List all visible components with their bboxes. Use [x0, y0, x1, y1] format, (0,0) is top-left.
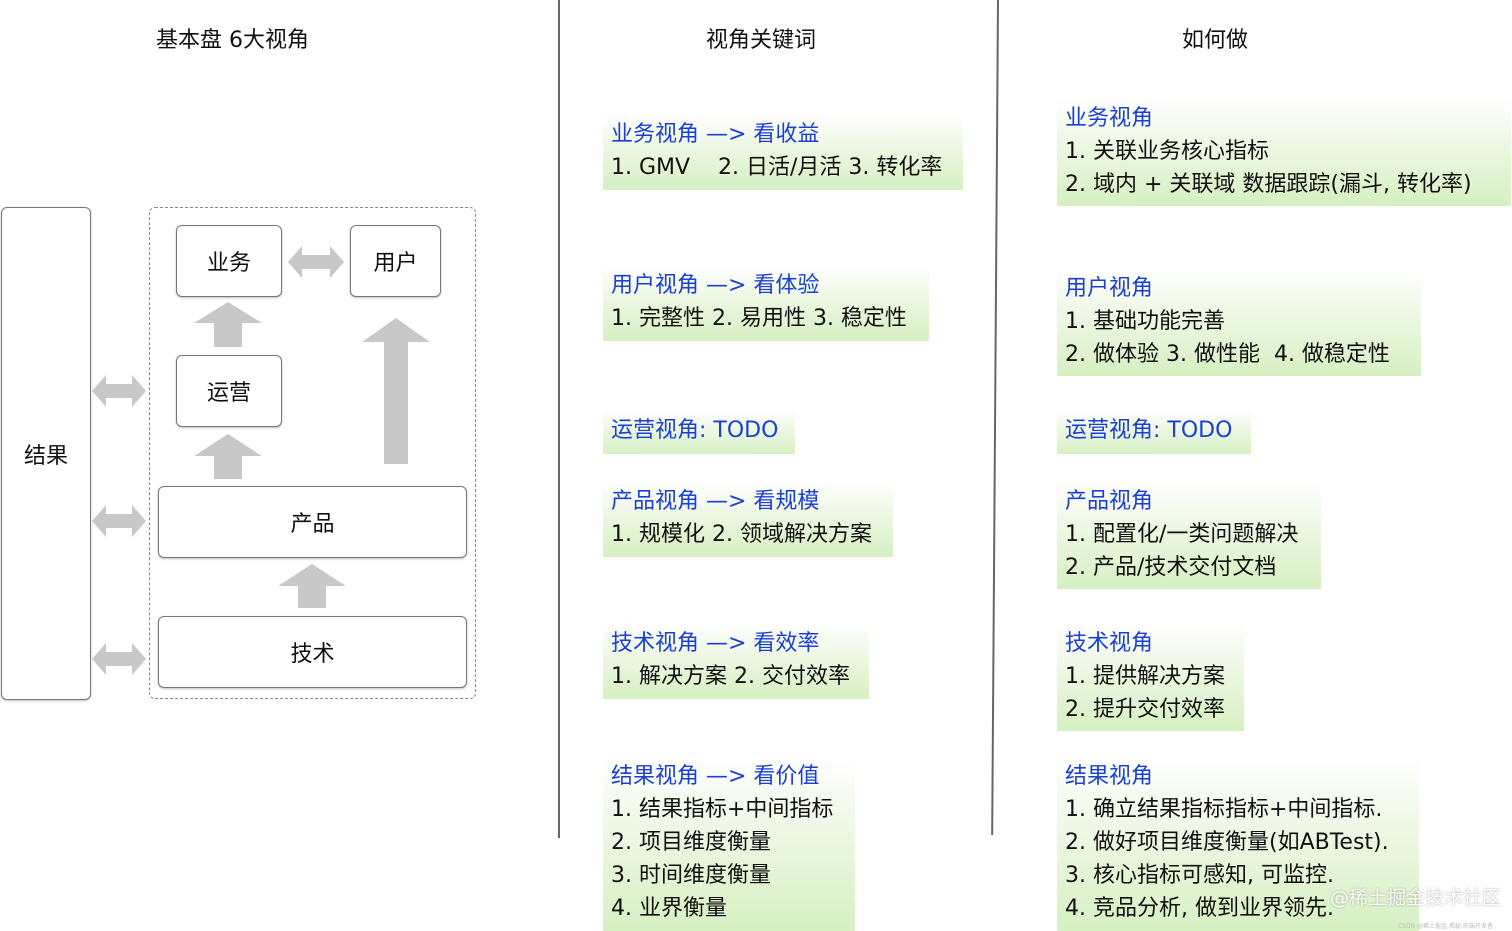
double-arrow-icon — [92, 375, 146, 407]
left-column-title: 基本盘 6大视角 — [156, 28, 309, 53]
card-header: 用户视角 —> 看体验 — [611, 273, 820, 298]
middle-column-title: 视角关键词 — [706, 28, 817, 53]
tech-box: 技术 — [158, 616, 467, 688]
up-arrow-icon — [194, 302, 262, 347]
card-line: 3. 核心指标可感知, 可监控. — [1065, 863, 1334, 888]
card-line: 4. 业界衡量 — [611, 896, 727, 921]
card-header: 结果视角 —> 看价值 — [611, 764, 820, 789]
card-header: 业务视角 — [1065, 106, 1154, 131]
howto-card-tech: 技术视角 1. 提供解决方案 2. 提升交付效率 — [1057, 623, 1244, 731]
card-header: 用户视角 — [1065, 276, 1154, 301]
card-header: 运营视角: TODO — [611, 418, 779, 443]
operation-label: 运营 — [206, 381, 251, 406]
howto-card-operation: 运营视角: TODO — [1057, 410, 1251, 454]
card-header: 结果视角 — [1065, 764, 1154, 789]
card-line: 1. 确立结果指标指标+中间指标. — [1065, 797, 1383, 822]
up-arrow-icon — [362, 318, 430, 464]
card-line: 1. 结果指标+中间指标 — [611, 797, 834, 822]
card-header: 业务视角 —> 看收益 — [611, 122, 820, 147]
perspectives-group — [149, 207, 476, 699]
card-line: 2. 做体验 3. 做性能 4. 做稳定性 — [1065, 342, 1390, 367]
user-box: 用户 — [350, 225, 441, 297]
diagram-arrows — [92, 246, 430, 675]
result-box: 结果 — [1, 207, 91, 700]
card-line: 2. 域内 + 关联域 数据跟踪(漏斗, 转化率) — [1065, 172, 1472, 197]
card-header: 运营视角: TODO — [1065, 418, 1233, 443]
card-line: 2. 产品/技术交付文档 — [1065, 555, 1277, 580]
column-divider — [991, 0, 999, 835]
card-line: 1. 解决方案 2. 交付效率 — [611, 664, 850, 689]
card-line: 1. GMV 2. 日活/月活 3. 转化率 — [611, 155, 943, 180]
card-line: 1. 完整性 2. 易用性 3. 稳定性 — [611, 306, 907, 331]
double-arrow-icon — [92, 643, 146, 675]
card-line: 1. 提供解决方案 — [1065, 664, 1225, 689]
tech-label: 技术 — [290, 642, 335, 667]
business-label: 业务 — [206, 251, 251, 276]
card-line: 4. 竞品分析, 做到业界领先. — [1065, 896, 1334, 921]
keyword-card-business: 业务视角 —> 看收益 1. GMV 2. 日活/月活 3. 转化率 — [603, 114, 963, 190]
card-line: 2. 提升交付效率 — [1065, 697, 1225, 722]
up-arrow-icon — [194, 434, 262, 479]
card-line: 1. 基础功能完善 — [1065, 309, 1225, 334]
card-line: 1. 规模化 2. 领域解决方案 — [611, 522, 872, 547]
product-box: 产品 — [158, 486, 467, 558]
column-divider — [558, 0, 560, 838]
operation-box: 运营 — [176, 355, 282, 427]
keyword-card-user: 用户视角 —> 看体验 1. 完整性 2. 易用性 3. 稳定性 — [603, 265, 929, 341]
keyword-card-tech: 技术视角 —> 看效率 1. 解决方案 2. 交付效率 — [603, 623, 869, 699]
watermark: @稀土掘金技术社区 — [1330, 887, 1502, 909]
card-header: 产品视角 — [1065, 489, 1154, 514]
card-header: 技术视角 —> 看效率 — [611, 631, 820, 656]
howto-card-user: 用户视角 1. 基础功能完善 2. 做体验 3. 做性能 4. 做稳定性 — [1057, 268, 1421, 376]
howto-card-business: 业务视角 1. 关联业务核心指标 2. 域内 + 关联域 数据跟踪(漏斗, 转化… — [1057, 98, 1511, 206]
double-arrow-icon — [288, 246, 344, 278]
card-line: 2. 项目维度衡量 — [611, 830, 771, 855]
howto-card-result: 结果视角 1. 确立结果指标指标+中间指标. 2. 做好项目维度衡量(如ABTe… — [1057, 756, 1419, 931]
user-label: 用户 — [373, 251, 418, 276]
card-line: 1. 配置化/一类问题解决 — [1065, 522, 1299, 547]
right-column-title: 如何做 — [1182, 28, 1249, 53]
keyword-card-result: 结果视角 —> 看价值 1. 结果指标+中间指标 2. 项目维度衡量 3. 时间… — [603, 756, 855, 931]
result-label: 结果 — [23, 443, 68, 469]
double-arrow-icon — [92, 505, 146, 537]
card-line: 1. 关联业务核心指标 — [1065, 139, 1269, 164]
howto-card-product: 产品视角 1. 配置化/一类问题解决 2. 产品/技术交付文档 — [1057, 481, 1321, 589]
product-label: 产品 — [290, 512, 335, 537]
keyword-card-product: 产品视角 —> 看规模 1. 规模化 2. 领域解决方案 — [603, 481, 893, 557]
card-line: 3. 时间维度衡量 — [611, 863, 771, 888]
card-header: 技术视角 — [1065, 631, 1154, 656]
business-box: 业务 — [176, 225, 282, 297]
keyword-card-operation: 运营视角: TODO — [603, 410, 795, 454]
card-header: 产品视角 —> 看规模 — [611, 489, 820, 514]
footer-credit: CSDN @稀土掘金,揭秘,前端开发者 — [1398, 923, 1493, 930]
card-line: 2. 做好项目维度衡量(如ABTest). — [1065, 830, 1389, 855]
up-arrow-icon — [278, 564, 346, 608]
